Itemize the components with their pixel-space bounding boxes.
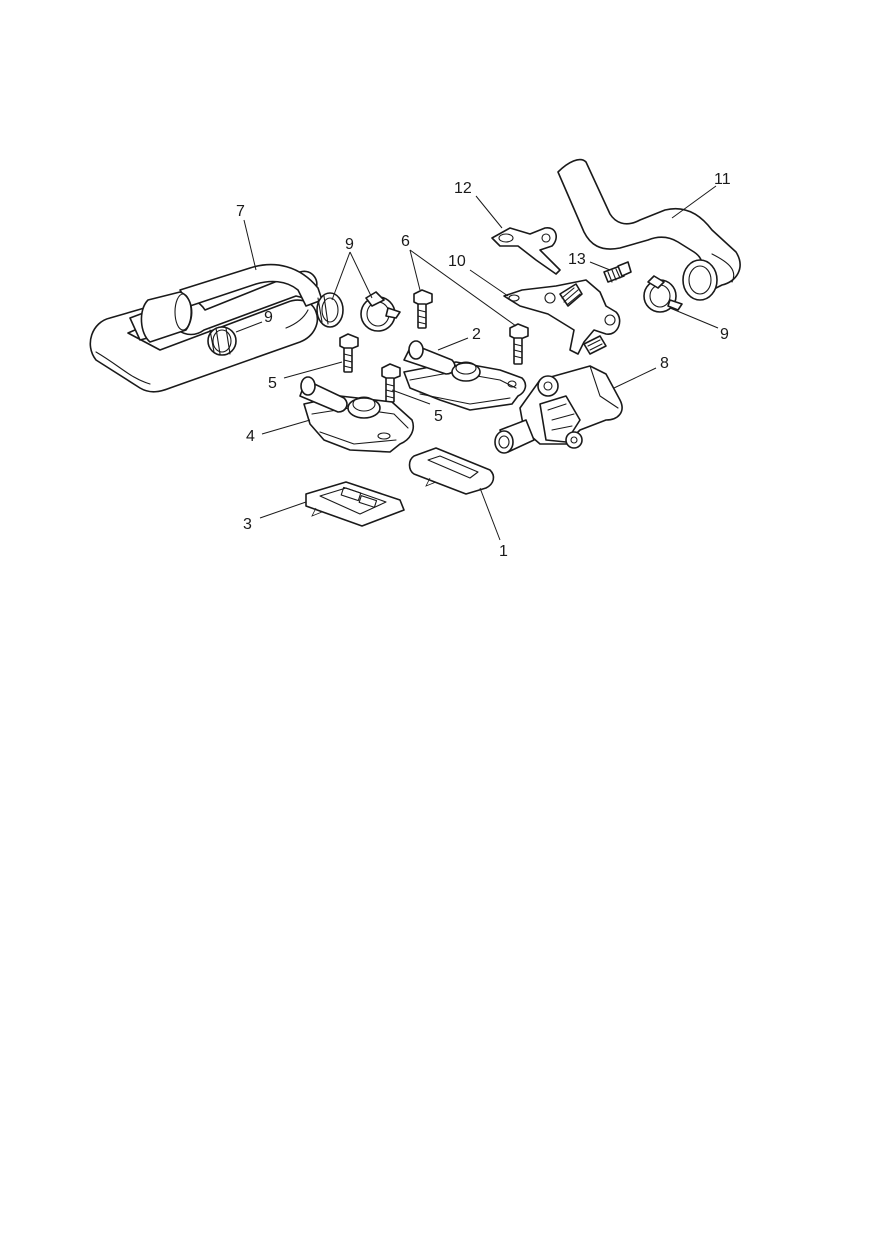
seal-part-1 bbox=[408, 447, 495, 495]
thermostat-housing-part-8 bbox=[494, 365, 623, 454]
leader-lines bbox=[235, 185, 719, 541]
leader-11 bbox=[671, 185, 717, 219]
callout-3: 3 bbox=[243, 516, 252, 533]
leader-6-left bbox=[409, 249, 421, 291]
leader-3 bbox=[259, 501, 307, 519]
leader-4 bbox=[261, 419, 311, 435]
screw-part-13 bbox=[603, 261, 632, 283]
callout-5-lower: 5 bbox=[434, 408, 443, 425]
bolt-part-6-left bbox=[413, 289, 433, 329]
callout-4: 4 bbox=[246, 428, 255, 445]
leader-1 bbox=[479, 487, 501, 541]
hose-clip-part-9-left bbox=[207, 326, 237, 356]
callout-12: 12 bbox=[454, 180, 472, 197]
hose-clip-part-9-upper-pair bbox=[316, 291, 401, 332]
callout-13: 13 bbox=[568, 251, 586, 268]
bolt-part-5-upper bbox=[339, 333, 359, 373]
hose-part-11 bbox=[557, 158, 741, 301]
hose-clip-part-9-right bbox=[643, 275, 683, 313]
callout-11: 11 bbox=[714, 171, 731, 188]
cover-part-2 bbox=[403, 340, 527, 411]
leader-8 bbox=[613, 367, 657, 389]
leader-7 bbox=[243, 219, 257, 271]
leader-12 bbox=[475, 195, 503, 229]
leader-13 bbox=[589, 261, 611, 271]
callout-6: 6 bbox=[401, 233, 410, 250]
leader-2 bbox=[437, 337, 469, 351]
leader-6-right bbox=[409, 249, 517, 327]
callout-labels: 7 9 9 6 12 10 13 11 9 2 8 5 5 4 3 1 bbox=[236, 171, 731, 560]
leader-9-upper-b bbox=[349, 251, 373, 299]
callout-9-left: 9 bbox=[264, 309, 273, 326]
callout-8: 8 bbox=[660, 355, 669, 372]
callout-9-upper: 9 bbox=[345, 236, 354, 253]
hose-y-loop-part-7 bbox=[89, 263, 323, 393]
bracket-part-12 bbox=[491, 227, 561, 275]
leader-9-right bbox=[669, 307, 719, 329]
bracket-part-10 bbox=[503, 279, 621, 355]
callout-2: 2 bbox=[472, 326, 481, 343]
leader-10 bbox=[469, 269, 509, 297]
leader-9-upper-a bbox=[331, 251, 351, 301]
callout-5-upper: 5 bbox=[268, 375, 277, 392]
leader-5-lower bbox=[391, 389, 431, 405]
callout-1: 1 bbox=[499, 543, 508, 560]
callout-10: 10 bbox=[448, 253, 466, 270]
bolt-part-6-right bbox=[509, 323, 529, 365]
callout-9-right: 9 bbox=[720, 326, 729, 343]
gasket-part-3 bbox=[305, 481, 405, 527]
bolt-part-5-lower bbox=[381, 363, 401, 403]
leader-5-upper bbox=[283, 361, 343, 379]
leader-9-left bbox=[235, 321, 263, 333]
cover-part-4 bbox=[299, 376, 415, 453]
callout-7: 7 bbox=[236, 203, 245, 220]
